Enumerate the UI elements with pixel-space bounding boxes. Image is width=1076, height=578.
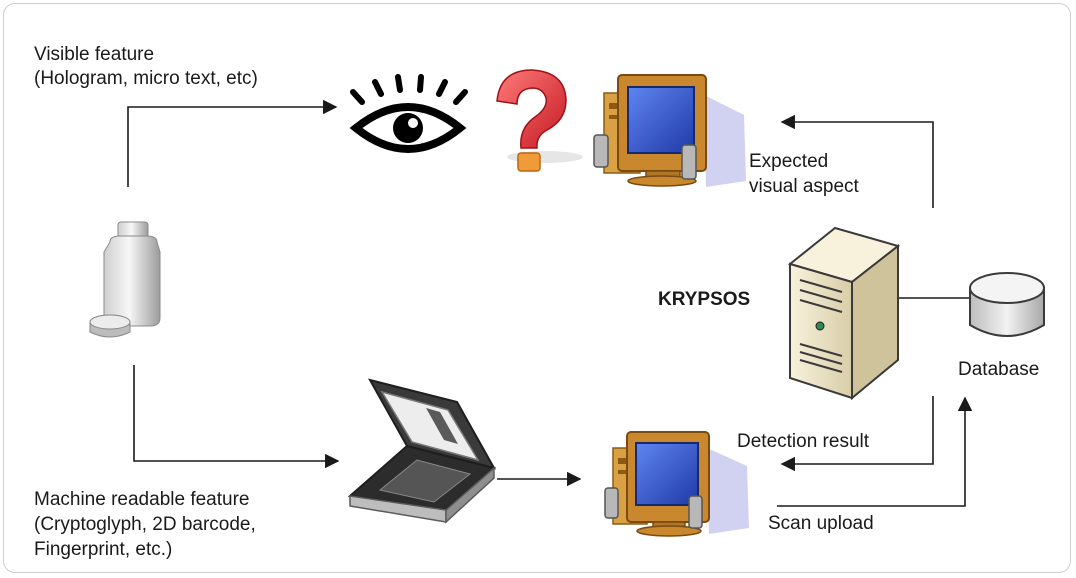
database-label: Database xyxy=(958,359,1040,380)
machine-feature-label: Machine readable feature xyxy=(34,489,250,510)
arrow-server-to-top-computer xyxy=(780,114,934,208)
diagram-frame xyxy=(3,3,1071,573)
pill-bottle-icon xyxy=(89,221,161,338)
question-mark-icon xyxy=(496,69,583,172)
machine-feature-examples-1: (Cryptoglyph, 2D barcode, xyxy=(34,514,256,535)
arrow-bottle-to-eye xyxy=(127,99,338,187)
connectors xyxy=(127,99,973,507)
eye-icon xyxy=(349,74,468,153)
expected-label-line2: visual aspect xyxy=(749,176,859,197)
machine-feature-examples-2: Fingerprint, etc.) xyxy=(34,539,173,560)
system-name-label: KRYPSOS xyxy=(658,289,751,310)
arrow-server-detection-result xyxy=(780,396,934,472)
expected-label-line1: Expected xyxy=(749,151,829,172)
visible-feature-label: Visible feature xyxy=(34,44,155,65)
detection-result-label: Detection result xyxy=(737,431,870,452)
arrow-bottle-to-scanner xyxy=(133,365,340,469)
database-icon xyxy=(969,272,1045,337)
arrow-scan-upload xyxy=(777,396,973,507)
server-icon xyxy=(787,226,901,401)
computer-icon xyxy=(604,431,749,537)
computer-icon xyxy=(593,74,746,187)
visible-feature-examples: (Hologram, micro text, etc) xyxy=(34,68,258,89)
scan-upload-label: Scan upload xyxy=(768,513,874,534)
flatbed-scanner-icon xyxy=(347,378,497,524)
